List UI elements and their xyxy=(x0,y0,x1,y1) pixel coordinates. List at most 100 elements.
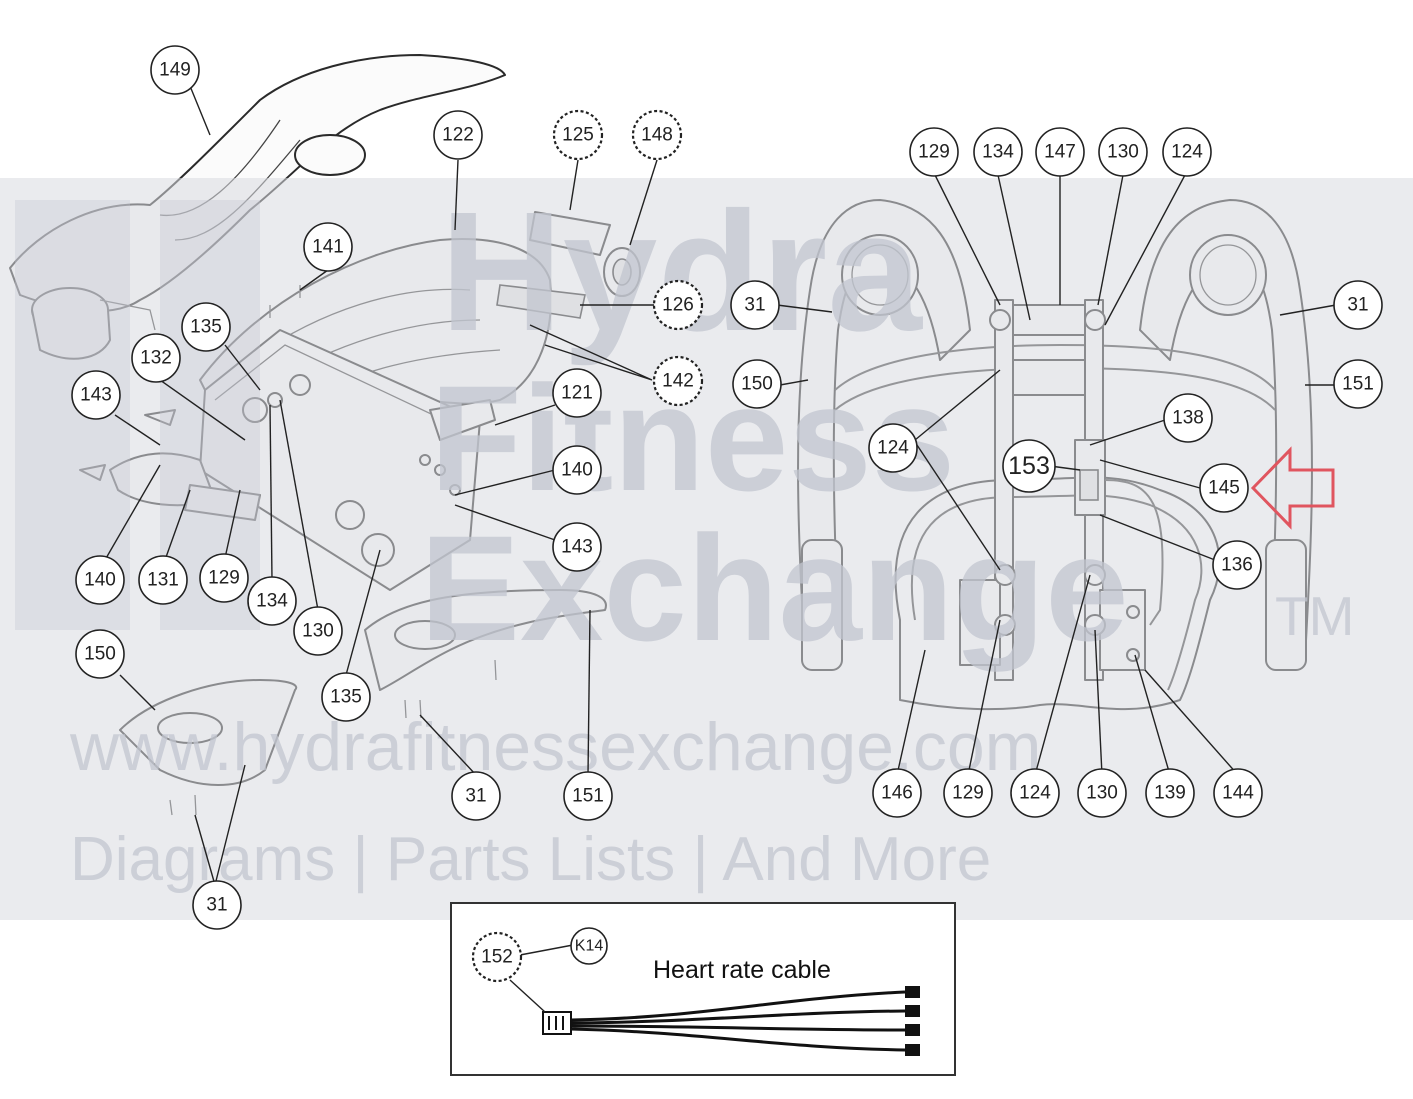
right-callout-label: 150 xyxy=(741,374,773,395)
leader-lines xyxy=(104,85,1337,886)
right-callout-label: 129 xyxy=(918,142,950,163)
right-callout-label: 144 xyxy=(1222,783,1254,804)
left-callout-bubble xyxy=(652,355,704,407)
right-callout-label: 153 xyxy=(1008,452,1050,480)
left-callout-bubble xyxy=(552,109,604,161)
right-callout-label: 124 xyxy=(1019,783,1051,804)
left-callout-bubble xyxy=(293,606,343,656)
left-callouts: 149 122 125 148 141 126 142 135 132 143 121 140 143 1… xyxy=(71,45,704,930)
left-callout-bubble xyxy=(303,222,353,272)
left-callout-label: 131 xyxy=(147,570,179,591)
left-callout-label: 149 xyxy=(159,60,191,81)
highlight-arrow-icon xyxy=(1250,446,1335,530)
right-callout-bubble xyxy=(1035,127,1085,177)
callout-k14-label: K14 xyxy=(575,938,604,955)
right-callout-bubble xyxy=(1145,768,1195,818)
right-callout-bubble xyxy=(1077,768,1127,818)
left-callout-bubble xyxy=(652,279,704,331)
upper-handle-grip-right xyxy=(294,134,366,176)
left-callout-label: 134 xyxy=(256,591,288,612)
right-callout-label: 124 xyxy=(877,438,909,459)
right-callout-bubble xyxy=(1002,439,1056,493)
right-callout-label: 134 xyxy=(982,142,1014,163)
left-callout-bubble xyxy=(150,45,200,95)
right-callout-bubble xyxy=(872,768,922,818)
right-callout-label: 151 xyxy=(1342,374,1374,395)
left-callout-label: 148 xyxy=(641,125,673,146)
left-callout-label: 140 xyxy=(561,460,593,481)
right-callout-bubble xyxy=(1199,463,1249,513)
watermark-trademark: TM xyxy=(1275,585,1354,647)
right-callout-bubble xyxy=(1333,280,1383,330)
right-callout-label: 129 xyxy=(952,783,984,804)
watermark-website: www.hydrafitnessexchange.com xyxy=(69,709,1041,785)
left-callout-label: 151 xyxy=(572,786,604,807)
left-callout-label: 31 xyxy=(465,786,486,807)
right-callout-label: 147 xyxy=(1044,142,1076,163)
left-callout-bubble xyxy=(631,109,683,161)
callout-152-bubble xyxy=(471,931,523,983)
left-callout-label: 126 xyxy=(662,295,694,316)
left-callout-label: 122 xyxy=(442,125,474,146)
left-callout-bubble xyxy=(563,771,613,821)
left-callout-bubble xyxy=(552,445,602,495)
left-callout-label: 143 xyxy=(561,537,593,558)
right-callout-bubble xyxy=(1212,540,1262,590)
callout-152-label: 152 xyxy=(481,947,513,968)
left-callout-bubble xyxy=(247,576,297,626)
right-callout-bubble xyxy=(732,359,782,409)
left-callout-label: 150 xyxy=(84,644,116,665)
right-callout-bubble xyxy=(1010,768,1060,818)
left-callout-label: 129 xyxy=(208,568,240,589)
right-callout-label: 31 xyxy=(744,295,765,316)
cable-wires xyxy=(570,990,906,1052)
right-callout-bubble xyxy=(1213,768,1263,818)
left-callout-bubble xyxy=(71,370,121,420)
right-callout-label: 130 xyxy=(1086,783,1118,804)
left-callout-label: 135 xyxy=(190,317,222,338)
right-callout-bubble xyxy=(943,768,993,818)
left-callout-label: 140 xyxy=(84,570,116,591)
left-callout-label: 31 xyxy=(206,895,227,916)
right-callout-bubble xyxy=(973,127,1023,177)
left-callout-bubble xyxy=(138,555,188,605)
left-callout-bubble xyxy=(192,880,242,930)
left-callout-bubble xyxy=(199,553,249,603)
left-callout-label: 143 xyxy=(80,385,112,406)
right-callout-bubble xyxy=(909,127,959,177)
right-callout-bubble xyxy=(1163,393,1213,443)
right-callout-label: 146 xyxy=(881,783,913,804)
watermark-brand-line3: Exchange xyxy=(420,504,1129,672)
inset-title: Heart rate cable xyxy=(653,956,831,984)
right-callout-bubble xyxy=(730,280,780,330)
left-callout-label: 121 xyxy=(561,383,593,404)
left-callout-label: 125 xyxy=(562,125,594,146)
left-callout-label: 130 xyxy=(302,621,334,642)
right-callout-bubble xyxy=(868,423,918,473)
left-callout-label: 132 xyxy=(140,348,172,369)
inset-frame xyxy=(450,902,956,1076)
left-callout-bubble xyxy=(552,522,602,572)
left-callout-bubble xyxy=(75,555,125,605)
heart-rate-cable-inset: Heart rate cable 152 K14 xyxy=(450,902,956,1076)
left-callout-bubble xyxy=(75,629,125,679)
right-callout-bubble xyxy=(1333,359,1383,409)
right-callouts: 129 134 147 130 124 31 31 150 151 124 138 153 145 136… xyxy=(730,127,1383,818)
right-callout-label: 136 xyxy=(1221,555,1253,576)
left-callout-bubble xyxy=(131,333,181,383)
right-callout-label: 31 xyxy=(1347,295,1368,316)
left-callout-bubble xyxy=(552,368,602,418)
right-callout-label: 145 xyxy=(1208,478,1240,499)
right-callout-label: 130 xyxy=(1107,142,1139,163)
callout-k14-bubble xyxy=(570,927,608,965)
right-callout-label: 124 xyxy=(1171,142,1203,163)
right-callout-label: 138 xyxy=(1172,408,1204,429)
left-callout-label: 142 xyxy=(662,371,694,392)
left-callout-bubble xyxy=(433,110,483,160)
right-callout-bubble xyxy=(1098,127,1148,177)
left-callout-bubble xyxy=(321,672,371,722)
watermark-brand-line1: Hydra xyxy=(440,177,923,367)
left-callout-label: 141 xyxy=(312,237,344,258)
right-callout-bubble xyxy=(1162,127,1212,177)
right-callout-label: 139 xyxy=(1154,783,1186,804)
